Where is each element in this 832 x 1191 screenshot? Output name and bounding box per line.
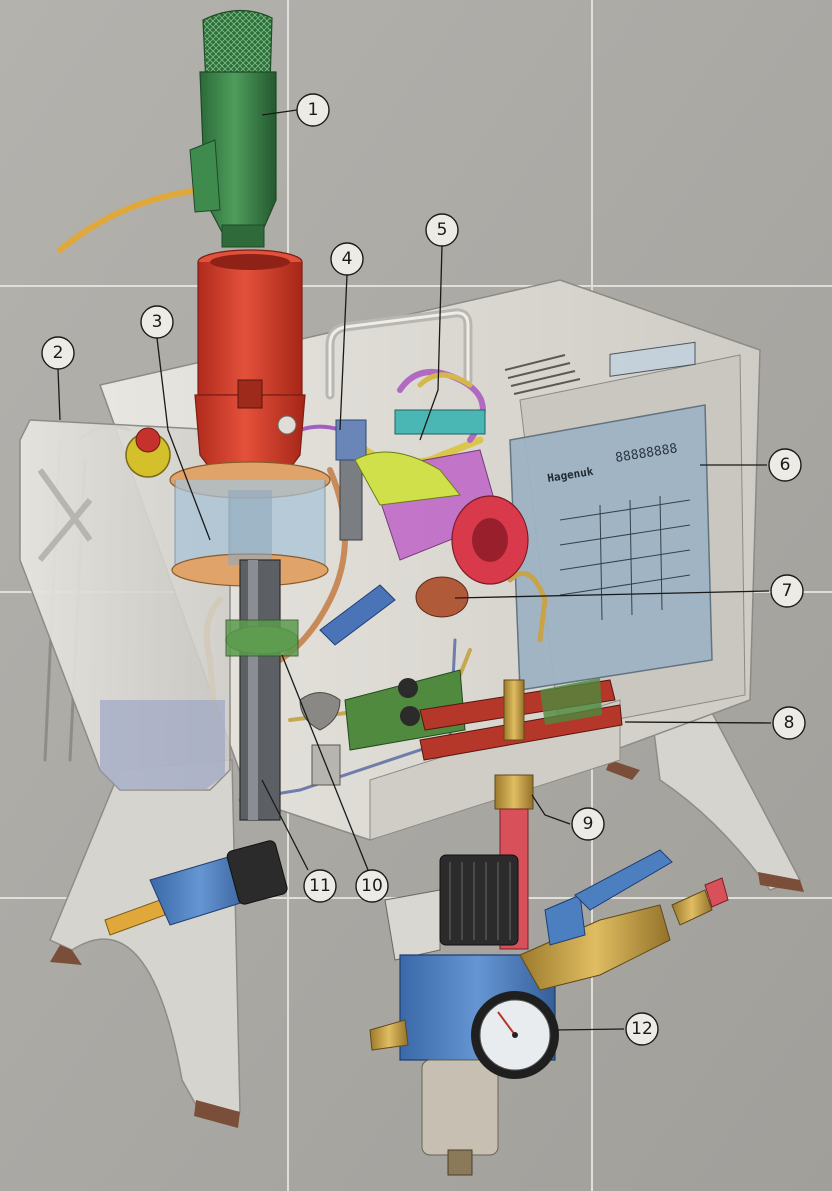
callout-6: 6 xyxy=(768,448,802,482)
leader-lines xyxy=(57,109,772,1031)
callout-3: 3 xyxy=(140,305,174,339)
callout-12: 12 xyxy=(625,1012,659,1046)
callout-label: 12 xyxy=(631,1019,653,1039)
injector-column xyxy=(225,559,299,821)
callout-7: 7 xyxy=(770,574,804,608)
callout-5: 5 xyxy=(425,213,459,247)
green-nozzle xyxy=(189,9,277,248)
callout-label: 9 xyxy=(583,814,594,834)
pump-valves xyxy=(319,409,529,646)
air-regulator xyxy=(369,849,729,1176)
callout-9: 9 xyxy=(571,807,605,841)
callout-label: 8 xyxy=(784,713,795,733)
callout-4: 4 xyxy=(330,242,364,276)
callout-label: 1 xyxy=(308,100,319,120)
callout-label: 11 xyxy=(309,876,331,896)
callout-11: 11 xyxy=(303,869,337,903)
callout-1: 1 xyxy=(296,93,330,127)
callout-label: 4 xyxy=(342,249,353,269)
callout-label: 6 xyxy=(780,455,791,475)
red-funnel xyxy=(194,249,306,496)
callout-label: 10 xyxy=(361,876,383,896)
stand xyxy=(49,689,804,1128)
callout-label: 5 xyxy=(437,220,448,240)
callout-8: 8 xyxy=(772,706,806,740)
callout-label: 7 xyxy=(782,581,793,601)
callout-10: 10 xyxy=(355,869,389,903)
hose-connector xyxy=(104,840,288,936)
callout-2: 2 xyxy=(41,336,75,370)
callout-label: 2 xyxy=(53,343,64,363)
callout-label: 3 xyxy=(152,312,163,332)
control-panel xyxy=(509,341,713,691)
reservoir xyxy=(169,461,331,587)
